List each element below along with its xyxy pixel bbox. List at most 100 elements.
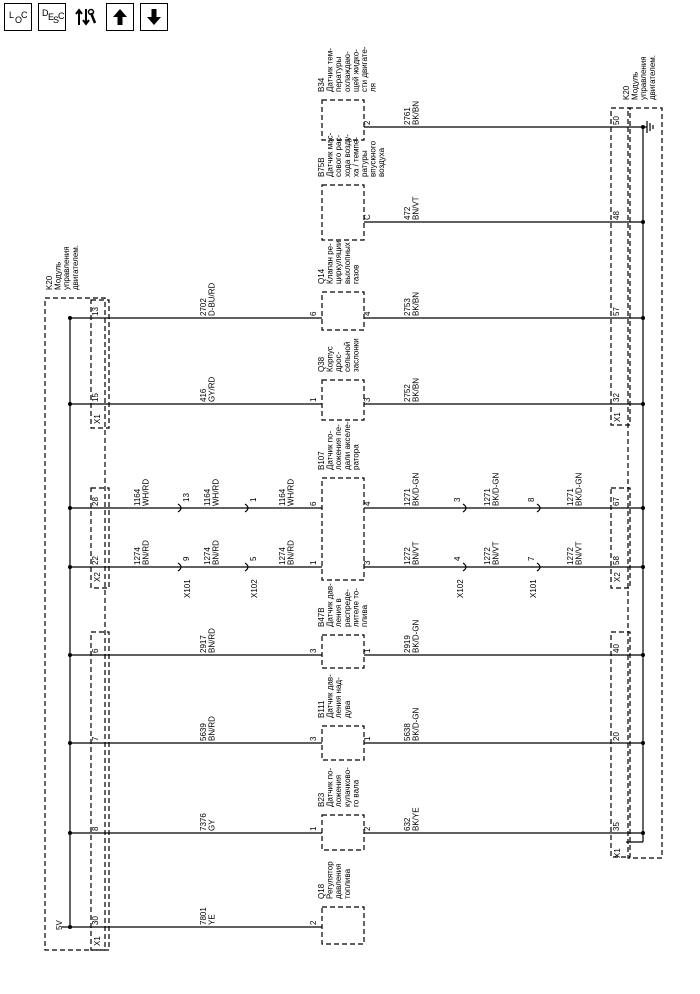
return-circuit-label-b111: 5638BK/D-GN — [403, 707, 421, 741]
component-q38-name: Q38Корпусдрос-сельнойзаслонки — [317, 338, 360, 372]
arrow-up-button[interactable] — [106, 3, 134, 31]
b107-x101-return-conn-l — [536, 562, 541, 572]
b107-return-splice-u — [641, 506, 645, 510]
return-splice-q14 — [641, 316, 645, 320]
return-circuit-label-b23: 632BK/YE — [403, 807, 421, 831]
return-ecm-pin-b34: 50 — [612, 116, 621, 125]
supply-circuit-label-b47b: 2917BN/RD — [199, 628, 217, 653]
description-icon: D E S C — [42, 8, 64, 25]
b107-x101-pin-u: 13 — [182, 493, 191, 502]
b107-return-label-a-l: 1272BN/VT — [403, 541, 421, 565]
supply-ecm-pin-b111: 7 — [91, 736, 100, 741]
svg-text:S: S — [53, 15, 59, 25]
x1-left-label-a: X1 — [93, 414, 102, 424]
b107-supply-label-a-u: 1164WH/RD — [133, 479, 151, 506]
b107-x102-return-conn-u — [462, 503, 467, 513]
b107-x101-pin-l: 9 — [182, 556, 191, 561]
b107-supply-comp-pin-l: 1 — [309, 560, 318, 565]
connector-x1-left-b — [90, 631, 110, 951]
ecm-left-outline — [44, 297, 106, 951]
component-q18-outline — [321, 906, 365, 945]
b107-supply-label-c-u: 1164WH/RD — [278, 479, 296, 506]
return-ecm-pin-b111: 20 — [612, 732, 621, 741]
x101-label-right: X101 — [529, 579, 538, 598]
component-b34-outline — [321, 99, 365, 141]
arrow-down-icon — [147, 9, 161, 25]
component-b75b-name: B75BДатчик мас-сового рас-хода возду-ха … — [317, 132, 386, 177]
component-b23-outline — [321, 814, 365, 851]
arrow-down-button[interactable] — [140, 3, 168, 31]
b107-return-label-c-u: 1271BK/D-GN — [566, 472, 584, 506]
toolbar: L O C D E S C — [4, 3, 168, 35]
connector-x1-right-a — [610, 107, 631, 426]
supply-splice-b47b — [68, 653, 72, 657]
b107-x102-return-pin-u: 3 — [453, 497, 462, 502]
ecm-right-title: K20Модульуправлениядвигателем. — [622, 55, 657, 100]
supply-ecm-pin-q38: 15 — [91, 393, 100, 402]
svg-text:D: D — [42, 8, 49, 18]
return-splice-b75b — [641, 220, 645, 224]
supply-comp-pin-b111: 3 — [309, 736, 318, 741]
b107-x101-return-pin-l: 7 — [527, 556, 536, 561]
b107-x101-return-conn-u — [536, 503, 541, 513]
ecm-right-outline — [627, 107, 663, 859]
b107-x102-pin-l: 5 — [249, 556, 258, 561]
component-b75b-outline — [321, 184, 365, 241]
b107-x102-return-conn-l — [462, 562, 467, 572]
svg-text:L: L — [9, 10, 14, 20]
supply-circuit-label-b111: 5639BN/RD — [199, 716, 217, 741]
return-circuit-label-q14: 2753BK/BN — [403, 292, 421, 316]
supply-ecm-pin-q14: 13 — [91, 307, 100, 316]
description-button[interactable]: D E S C — [38, 3, 66, 31]
return-comp-pin-b75b: C — [363, 214, 372, 220]
return-comp-pin-b23: 2 — [363, 826, 372, 831]
b107-supply-ecm-pin-l: 22 — [91, 556, 100, 565]
x1-left-label-b: X1 — [93, 936, 102, 946]
supply-ecm-pin-b23: 8 — [91, 826, 100, 831]
supply-ecm-pin-q18: 30 — [91, 916, 100, 925]
wiring-diagram: K20Модульуправлениядвигателем.5VX1X2X1K2… — [44, 46, 663, 951]
b107-return-label-a-u: 1271BK/D-GN — [403, 472, 421, 506]
b107-x101-return-pin-u: 8 — [527, 497, 536, 502]
return-ecm-pin-b75b: 48 — [612, 211, 621, 220]
supply-circuit-label-q38: 416GY/RD — [199, 376, 217, 402]
supply-ecm-pin-b47b: 6 — [91, 648, 100, 653]
connector-x2-right — [610, 487, 631, 589]
b107-x102-conn-u — [244, 503, 249, 513]
return-splice-q38 — [641, 402, 645, 406]
b107-x101-conn-l — [177, 562, 182, 572]
b107-return-ecm-pin-u: 67 — [612, 497, 621, 506]
supply-comp-pin-q38: 1 — [309, 397, 318, 402]
supply-splice-b111 — [68, 741, 72, 745]
wrench-arrows-icon — [75, 8, 97, 26]
x1-right-label-b: X1 — [613, 848, 622, 858]
return-comp-pin-b34: 2 — [363, 120, 372, 125]
connector-x2-left — [90, 487, 110, 589]
component-q38-outline — [321, 379, 365, 421]
supply-comp-pin-q18: 2 — [309, 920, 318, 925]
ground-symbol — [646, 121, 654, 133]
supply-circuit-label-b23: 7376GY — [199, 813, 217, 831]
location-button[interactable]: L O C — [4, 3, 32, 31]
component-b34-name: B34Датчик тем-пературыохлаждаю-щей жидко… — [317, 46, 378, 92]
return-comp-pin-b47b: 1 — [363, 648, 372, 653]
svg-text:O: O — [15, 15, 22, 25]
b107-supply-label-c-l: 1274BN/RD — [278, 540, 296, 565]
b107-supply-label-b-l: 1274BN/RD — [203, 540, 221, 565]
b107-x102-return-pin-l: 4 — [453, 556, 462, 561]
return-comp-pin-q14: 4 — [363, 311, 372, 316]
return-splice-b34 — [641, 125, 645, 129]
tools-button[interactable] — [72, 3, 100, 31]
component-b23-name: B23Датчик по-ложениякулачково-го вала — [317, 767, 360, 807]
b107-return-comp-pin-u: 4 — [363, 501, 372, 506]
return-splice-b111 — [641, 741, 645, 745]
b107-supply-comp-pin-u: 6 — [309, 501, 318, 506]
b107-supply-label-a-l: 1274BN/RD — [133, 540, 151, 565]
return-comp-pin-b111: 1 — [363, 736, 372, 741]
component-b111-outline — [321, 725, 365, 761]
return-ecm-pin-q14: 57 — [612, 307, 621, 316]
supply-splice-q18 — [68, 925, 72, 929]
component-b47b-name: B47BДатчик дав-ления враспреде-лителе то… — [317, 583, 369, 627]
return-ecm-pin-q38: 32 — [612, 393, 621, 402]
return-ecm-pin-b23: 35 — [612, 822, 621, 831]
